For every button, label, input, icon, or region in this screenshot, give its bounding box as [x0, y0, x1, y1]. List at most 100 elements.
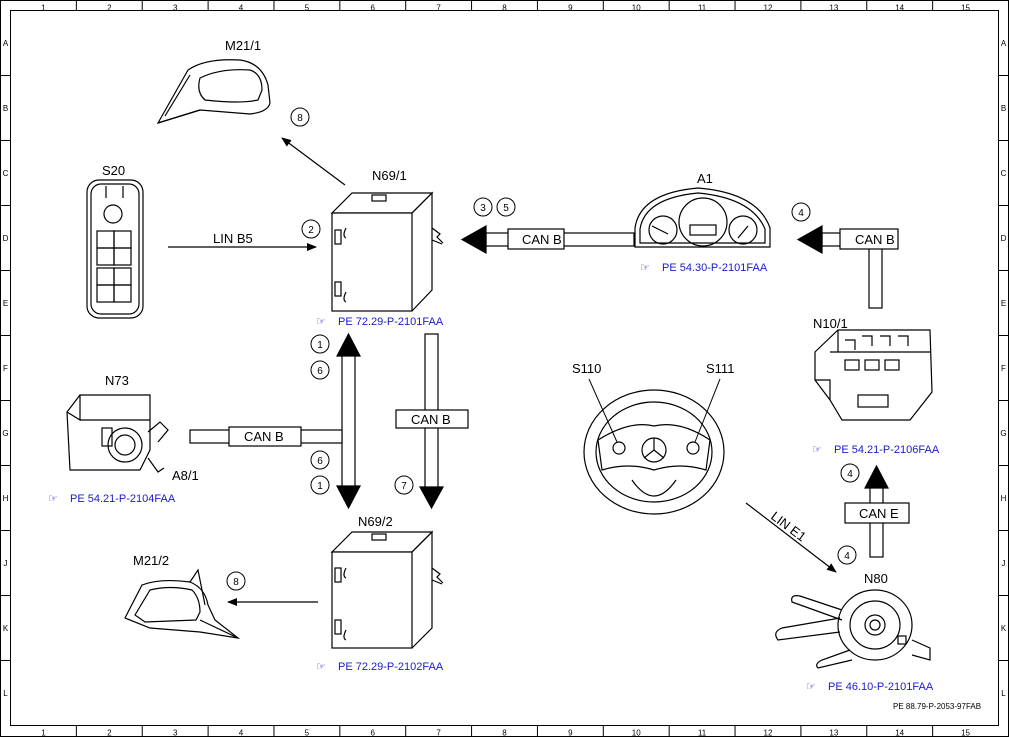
label-n10-1: N10/1 — [813, 316, 848, 331]
label-a8-1: A8/1 — [172, 468, 199, 483]
grid-col-label: 7 — [436, 4, 441, 13]
ref-icon-n10-1: ☞ — [812, 444, 822, 456]
label-s20: S20 — [102, 163, 125, 178]
ref-n10-1: PE 54.21-P-2106FAA — [834, 444, 940, 456]
grid-row-label: B — [3, 104, 8, 113]
ref-n73: PE 54.21-P-2104FAA — [70, 493, 176, 505]
label-n69-2: N69/2 — [358, 514, 393, 529]
switch-s20-illustration — [86, 179, 144, 319]
bus-lin-b5: LIN B5 — [213, 231, 253, 246]
grid-row-label: J — [1002, 559, 1006, 568]
grid-col-label: 5 — [305, 4, 310, 13]
grid-col-label: 12 — [764, 729, 773, 737]
step-6-lower: 6 — [317, 456, 323, 467]
bus-can-b-n10: CAN B — [855, 232, 895, 247]
bus-can-b-down — [395, 333, 469, 510]
step-8-bottom: 8 — [233, 577, 239, 588]
ignition-switch-n73-illustration — [66, 394, 169, 473]
ref-n69-2: PE 72.29-P-2102FAA — [338, 661, 444, 673]
grid-col-label: 6 — [371, 729, 376, 737]
grid-col-label: 4 — [239, 729, 244, 737]
bus-can-b-n73-vertical — [189, 332, 361, 510]
label-s111: S111 — [706, 361, 734, 376]
bus-can-e — [844, 464, 910, 558]
bus-can-b-a1-to-n69-1 — [460, 224, 635, 255]
ref-icon-n80: ☞ — [806, 681, 816, 693]
step-1-lower: 1 — [317, 481, 323, 492]
grid-col-label: 13 — [829, 4, 838, 13]
ref-a1: PE 54.30-P-2101FAA — [662, 262, 768, 274]
arrow-to-m21-1 — [281, 137, 346, 186]
grid-row-label: F — [1001, 364, 1006, 373]
grid-col-label: 1 — [41, 4, 46, 13]
grid-row-label: A — [3, 39, 9, 48]
step-5: 5 — [503, 203, 509, 214]
ref-icon-n69-2: ☞ — [316, 661, 326, 673]
mirror-m21-2-illustration — [124, 568, 241, 639]
grid-row-label: E — [1001, 299, 1006, 308]
grid-row-label: G — [2, 429, 8, 438]
steering-wheel-illustration — [583, 389, 725, 515]
door-module-n69-1-illustration — [330, 191, 444, 312]
label-a1: A1 — [697, 171, 713, 186]
grid-row-label: J — [4, 559, 8, 568]
sam-n10-1-illustration — [814, 329, 933, 421]
grid-col-label: 2 — [107, 729, 112, 737]
grid-col-label: 8 — [502, 4, 507, 13]
grid-col-label: 6 — [371, 4, 376, 13]
ref-icon-n69-1: ☞ — [316, 316, 326, 328]
grid-col-label: 13 — [829, 729, 838, 737]
grid-col-label: 11 — [698, 4, 707, 13]
grid-col-label: 10 — [632, 729, 641, 737]
mirror-m21-1-illustration — [156, 59, 271, 125]
bus-can-b-n73: CAN B — [244, 429, 284, 444]
grid-col-label: 3 — [173, 729, 178, 737]
grid-col-label: 4 — [239, 4, 244, 13]
instrument-cluster-a1-illustration — [634, 187, 771, 248]
label-m21-2: M21/2 — [133, 553, 169, 568]
bus-can-b-n10-to-a1 — [796, 224, 899, 309]
steering-column-n80-illustration — [775, 589, 931, 669]
step-2: 2 — [308, 225, 314, 236]
grid-col-label: 2 — [107, 4, 112, 13]
step-1-upper: 1 — [317, 340, 323, 351]
label-s110: S110 — [572, 361, 601, 376]
arrow-lin-e1 — [745, 502, 837, 573]
bus-can-b-a1: CAN B — [522, 232, 562, 247]
step-circles — [226, 107, 860, 591]
grid-col-label: 11 — [698, 729, 707, 737]
grid-col-label: 1 — [41, 729, 46, 737]
door-module-n69-2-illustration — [330, 530, 444, 649]
grid-row-label: H — [3, 494, 9, 503]
ref-n69-1: PE 72.29-P-2101FAA — [338, 316, 444, 328]
grid-row-label: L — [3, 689, 8, 698]
ref-icon-a1: ☞ — [640, 262, 650, 274]
grid-row-label: B — [1001, 104, 1006, 113]
grid-row-label: F — [3, 364, 8, 373]
step-4-can-e: 4 — [847, 469, 853, 480]
grid-col-label: 7 — [436, 729, 441, 737]
grid-col-label: 15 — [961, 4, 970, 13]
grid-row-label: D — [3, 234, 9, 243]
ref-n80: PE 46.10-P-2101FAA — [828, 681, 934, 693]
grid-col-label: 9 — [568, 4, 573, 13]
leader-s111 — [694, 378, 721, 443]
grid-row-label: D — [1001, 234, 1007, 243]
step-8-top: 8 — [297, 113, 303, 124]
document-code: PE 88.79-P-2053-97FAB — [893, 702, 981, 711]
grid-row-label: L — [1001, 689, 1006, 698]
step-4-a1: 4 — [798, 208, 804, 219]
bus-can-b-down-label: CAN B — [411, 412, 451, 427]
grid-col-label: 10 — [632, 4, 641, 13]
grid-col-label: 15 — [961, 729, 970, 737]
grid-row-label: K — [3, 624, 9, 633]
bus-lin-e1: LIN E1 — [768, 508, 809, 544]
grid-col-label: 14 — [895, 4, 904, 13]
grid-col-label: 9 — [568, 729, 573, 737]
label-n73: N73 — [105, 373, 129, 388]
label-m21-1: M21/1 — [225, 38, 261, 53]
grid-row-label: K — [1001, 624, 1007, 633]
grid-row-label: G — [1000, 429, 1006, 438]
grid-col-label: 3 — [173, 4, 178, 13]
